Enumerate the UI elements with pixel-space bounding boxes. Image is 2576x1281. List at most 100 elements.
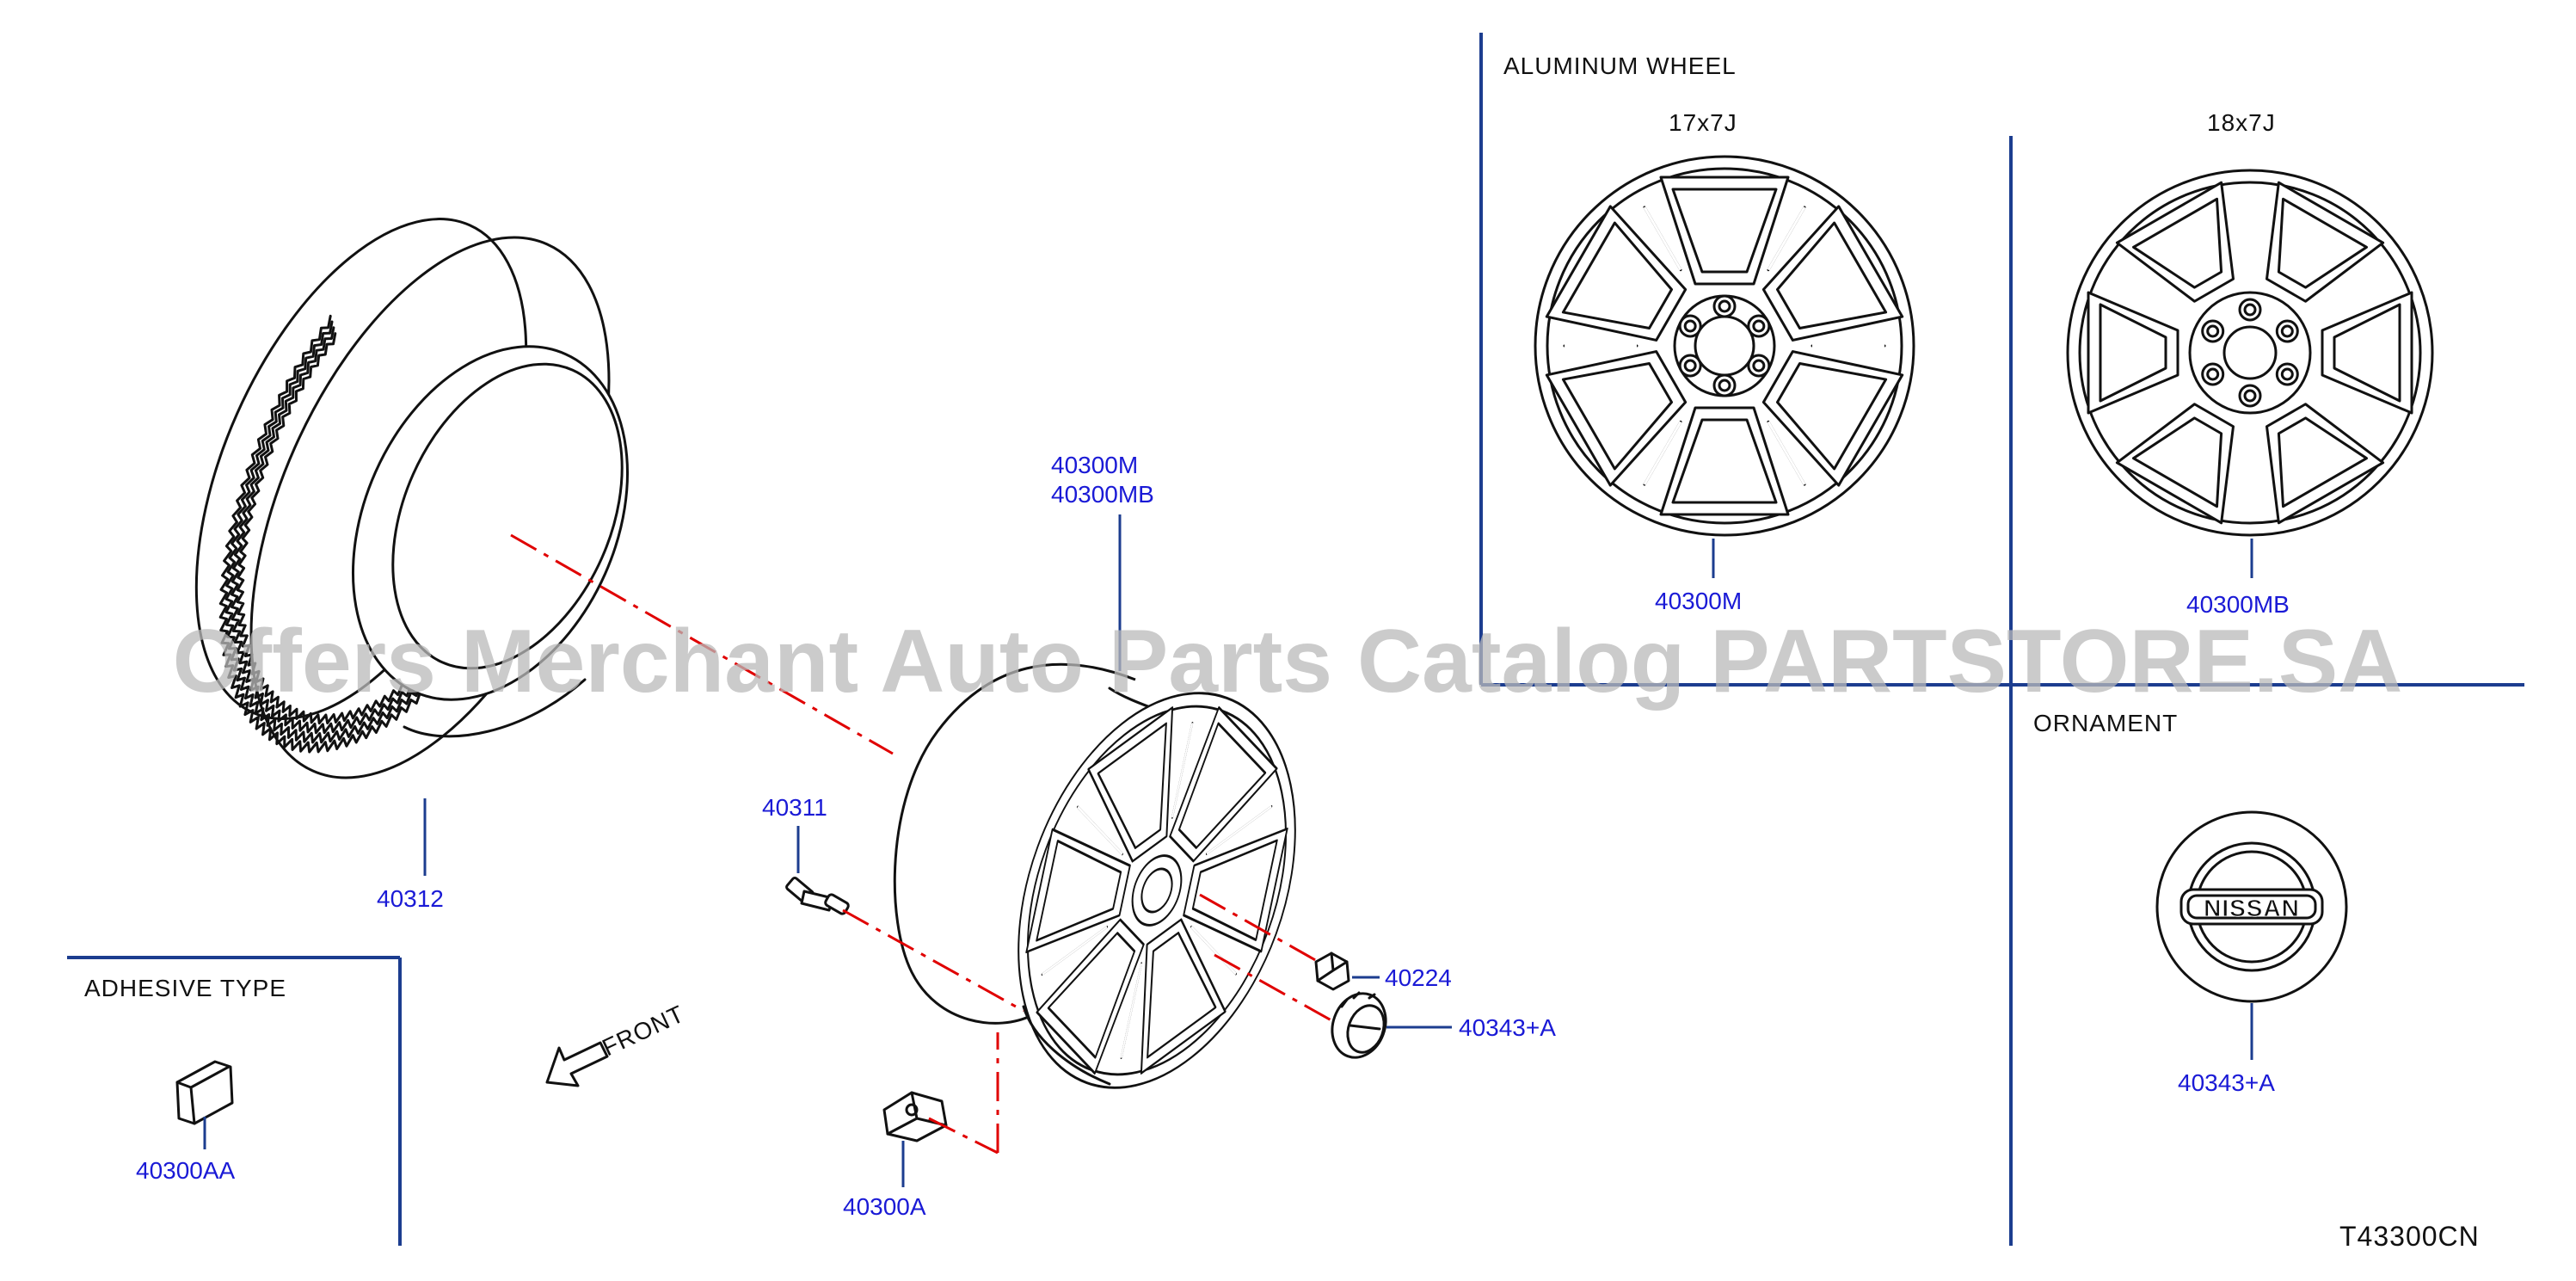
lug-hole [1747,354,1771,378]
spoke-inner [2132,416,2223,508]
part-number-aluminum-17[interactable]: 40300M [1655,588,1742,614]
spoke-window [1169,705,1278,863]
spoke-inner [1147,931,1217,1059]
spoke-inner [1036,840,1122,942]
spoke-window [2115,181,2235,303]
lug-hole [1712,294,1737,318]
section-title-ornament: ORNAMENT [2033,710,2178,736]
centerline-valve [842,908,1024,1013]
tread-band [218,314,510,754]
lug-hole-inner [2280,324,2294,338]
spoke-slot-fill [1643,206,1682,271]
lug-hole-inner [2206,367,2220,381]
wheel-spokes [1025,705,1288,1075]
spoke-window [2087,291,2179,415]
spoke-inner [2277,416,2368,508]
section-title-adhesive: ADHESIVE TYPE [84,975,286,1001]
spoke-slot-fill [1767,421,1806,485]
spoke-inner [2132,197,2223,289]
ornament-detail-illustration[interactable]: NISSAN [2155,810,2348,1003]
part-number-adhesive[interactable]: 40300AA [136,1157,236,1184]
spoke-slot-fill [1120,963,1142,1058]
lug-hole-inner [1683,319,1697,333]
spoke-inner [1561,221,1674,330]
spoke-inner [1775,221,1888,330]
wheel-17x7j-illustration[interactable] [1534,155,1915,537]
part-number-valve[interactable]: 40311 [762,794,827,821]
valve-stem-illustration[interactable] [785,876,850,915]
lug-hole-inner [1718,379,1731,392]
wheel-17-spokes [1545,176,1904,516]
road-wheel-illustration[interactable] [893,655,1346,1126]
lug-hole [1678,354,1702,378]
watermark: Offers Merchant Auto Parts Catalog PARTS… [173,612,2403,711]
spoke-window [1545,205,1688,342]
centerline-weight [928,1117,999,1155]
lug-hole [2201,319,2225,343]
spoke-slot-fill [1171,723,1194,818]
lug-hole [2275,319,2299,343]
spoke-inner [2333,303,2401,403]
tread-band [224,320,507,744]
ornament-illustration[interactable] [1324,986,1394,1065]
section-frames [67,33,2524,1246]
spoke-inner [2099,303,2167,403]
part-number-nut[interactable]: 40224 [1385,964,1452,991]
part-number-wheel-m[interactable]: 40300M [1051,452,1138,478]
spoke-slot-fill [1042,926,1108,976]
lug-hole-inner [1683,359,1697,373]
centerline-nut [1199,893,1325,967]
lug-hole-inner [2243,389,2257,403]
wheel-18x7j-illustration[interactable] [2066,169,2434,537]
spoke-window [1087,706,1174,863]
spoke-window [1183,827,1288,953]
lug-hole-inner [2206,324,2220,338]
spoke-inner [2277,197,2368,289]
part-number-ornament[interactable]: 40343+A [1459,1014,1556,1041]
spoke-window [2265,403,2385,525]
spoke-inner [1775,361,1888,471]
size-18: 18x7J [2207,109,2276,136]
lug-hole [2201,362,2225,386]
lug-hole-inner [2243,303,2257,317]
spoke-window [1761,205,1904,342]
assembly-centerline [510,533,894,755]
wheel-nut-illustration[interactable] [1314,952,1350,991]
spoke-slot-fill [1206,805,1272,855]
wheel-17-bolts [1678,294,1771,397]
part-number-weight[interactable]: 40300A [843,1193,926,1220]
spoke-slot-fill [1190,926,1237,976]
lug-hole-inner [1752,359,1766,373]
spoke-window [1545,350,1688,487]
lug-hole [2275,362,2299,386]
lug-hole-inner [1752,319,1766,333]
part-number-wheel-mb[interactable]: 40300MB [1051,481,1154,508]
diagram-code: T43300CN [2339,1221,2480,1252]
spoke-inner [1191,839,1278,941]
size-17: 17x7J [1669,109,1737,136]
front-label: FRONT [598,1000,688,1061]
spoke-window [1659,406,1790,516]
adhesive-weight-illustration[interactable] [175,1060,234,1125]
spoke-window [2265,181,2385,303]
spoke-window [1761,350,1904,487]
spoke-window [2321,291,2413,415]
lug-hole [1678,314,1702,338]
spoke-inner [1177,722,1267,849]
balance-weight-illustration[interactable] [882,1091,948,1142]
spoke-window [1025,828,1131,954]
lug-hole-inner [1718,299,1731,313]
spoke-window [1659,176,1790,286]
section-title-aluminum: ALUMINUM WHEEL [1503,52,1737,79]
wheel-18-bolts [2201,298,2299,408]
part-number-aluminum-18[interactable]: 40300MB [2186,591,2290,618]
spoke-inner [1047,932,1136,1059]
part-number-ornament-detail[interactable]: 40343+A [2178,1069,2275,1096]
lug-hole [2238,298,2262,322]
tire-illustration[interactable] [129,170,683,831]
part-number-tire[interactable]: 40312 [377,885,444,912]
lug-hole [1712,373,1737,397]
spoke-window [2115,403,2235,525]
